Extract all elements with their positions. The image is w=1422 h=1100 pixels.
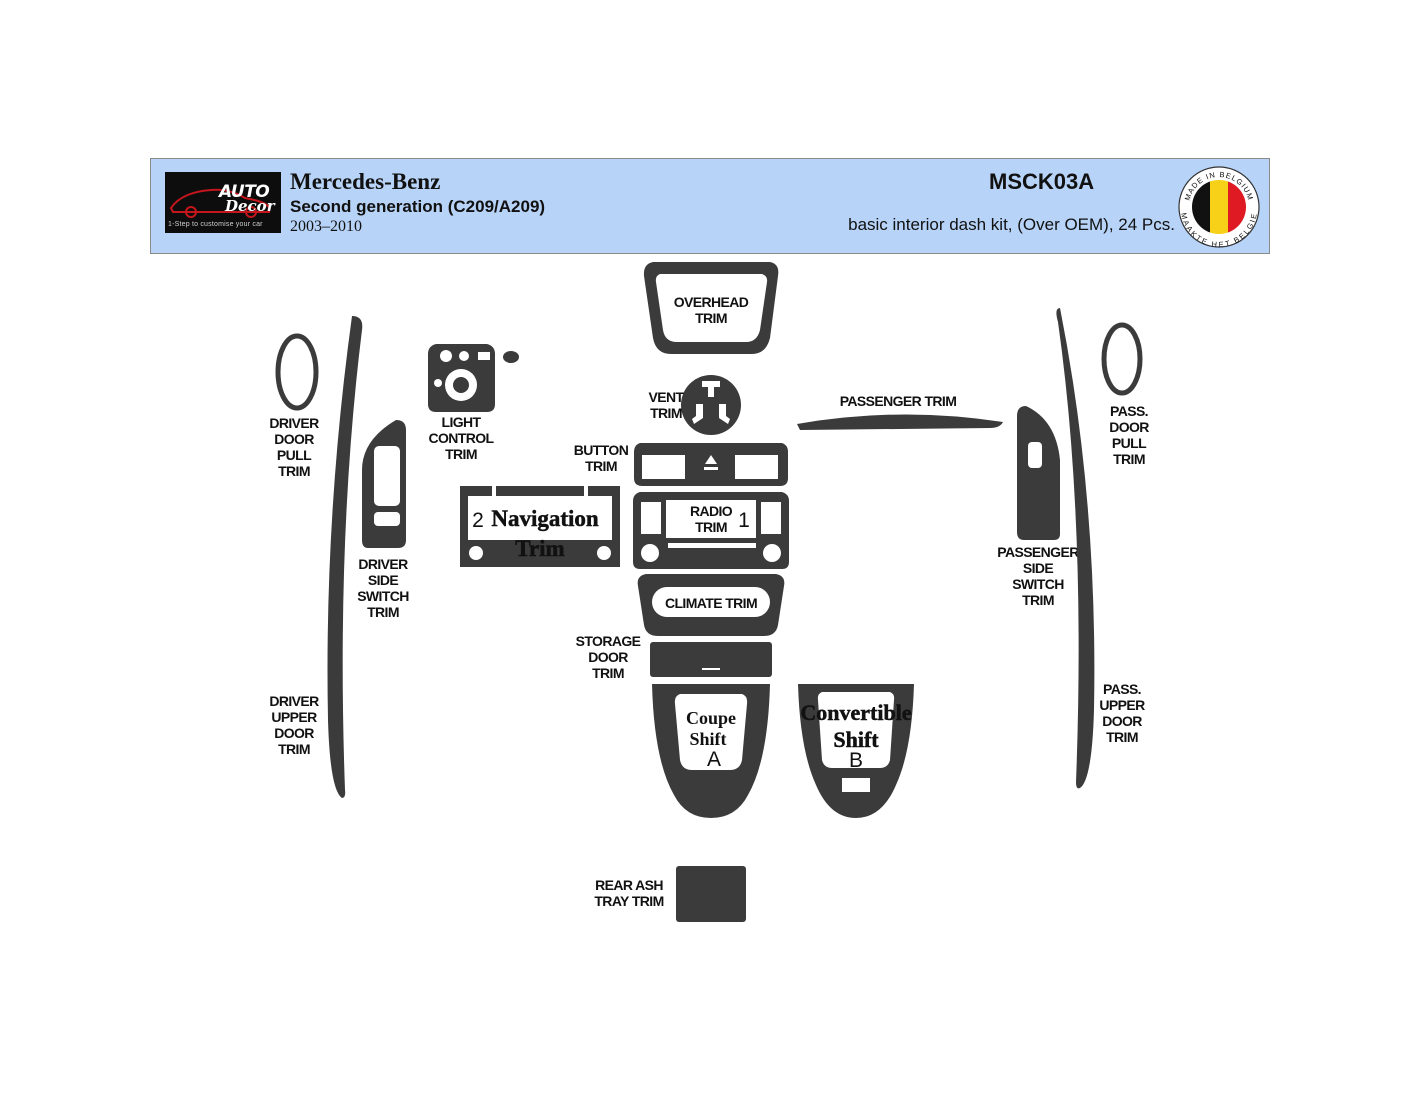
storage-label-line2: DOOR — [588, 649, 628, 665]
climate-label: CLIMATE TRIM — [665, 595, 757, 611]
convertible-letter: B — [849, 749, 863, 772]
navigation-label-line2: Trim — [515, 536, 564, 561]
driver-side-switch-trim-part: DRIVER SIDE SWITCH TRIM — [357, 420, 410, 620]
model-generation: Second generation (C209/A209) — [290, 197, 546, 216]
passenger-side-switch-line4: TRIM — [1022, 592, 1054, 608]
radio-number: 1 — [738, 509, 750, 532]
navigation-trim-part: 2 Navigation Trim — [460, 486, 620, 567]
button-trim-part: BUTTON TRIM — [574, 442, 788, 486]
passenger-side-switch-trim-part: PASSENGER SIDE SWITCH TRIM — [997, 406, 1080, 608]
pass-upper-door-line2: UPPER — [1099, 697, 1145, 713]
brand-title: Mercedes-Benz — [290, 169, 441, 194]
driver-side-switch-line1: DRIVER — [358, 556, 408, 572]
radio-label-line2: TRIM — [695, 519, 727, 535]
overhead-trim-part: OVERHEAD TRIM — [643, 262, 779, 354]
coupe-shift-part: Coupe Shift A — [652, 684, 770, 818]
driver-door-pull-line2: DOOR — [274, 431, 314, 447]
navigation-number: 2 — [472, 509, 484, 532]
driver-side-switch-line3: SWITCH — [357, 588, 409, 604]
pass-upper-door-line3: DOOR — [1102, 713, 1142, 729]
rear-ash-tray-trim-part: REAR ASH TRAY TRIM — [594, 866, 746, 922]
rear-ash-label-line2: TRAY TRIM — [594, 893, 663, 909]
logo-text-auto: AUTO — [219, 182, 270, 202]
pass-door-pull-line4: TRIM — [1113, 451, 1145, 467]
overhead-label-line1: OVERHEAD — [674, 294, 749, 310]
header-banner: AUTO Decor 1-Step to customise your car … — [150, 158, 1270, 254]
passenger-trim-part: PASSENGER TRIM — [797, 393, 1003, 430]
light-control-label-line2: CONTROL — [428, 430, 494, 446]
pass-door-pull-trim-part: PASS. DOOR PULL TRIM — [1101, 322, 1150, 467]
driver-door-pull-line3: PULL — [277, 447, 312, 463]
driver-door-pull-line1: DRIVER — [269, 415, 319, 431]
belgian-flag-icon — [1192, 180, 1246, 234]
convertible-label-line2: Shift — [833, 727, 879, 752]
driver-upper-door-line1: DRIVER — [269, 693, 319, 709]
logo-tagline: 1-Step to customise your car — [168, 221, 263, 228]
pass-upper-door-line1: PASS. — [1103, 681, 1141, 697]
driver-upper-door-line4: TRIM — [278, 741, 310, 757]
driver-upper-door-line3: DOOR — [274, 725, 314, 741]
driver-side-switch-line4: TRIM — [367, 604, 399, 620]
made-in-belgium-badge: MADE IN BELGIUM MAAKTE HET BELGIE — [1178, 166, 1260, 248]
model-years: 2003–2010 — [290, 218, 362, 235]
convertible-shift-part: Convertible Shift B — [798, 684, 914, 818]
passenger-side-switch-line1: PASSENGER — [997, 544, 1079, 560]
pass-upper-door-trim-part: PASS. UPPER DOOR TRIM — [1056, 308, 1146, 789]
vent-trim-part: VENT TRIM — [649, 375, 741, 435]
coupe-label-line2: Shift — [689, 729, 726, 749]
driver-door-pull-trim-part: DRIVER DOOR PULL TRIM — [269, 333, 320, 479]
vent-label-line2: TRIM — [650, 405, 682, 421]
pass-upper-door-line4: TRIM — [1106, 729, 1138, 745]
driver-door-pull-line4: TRIM — [278, 463, 310, 479]
convertible-label-line1: Convertible — [800, 700, 911, 725]
light-control-label-line1: LIGHT — [442, 414, 482, 430]
auto-decor-logo: AUTO Decor 1-Step to customise your car — [165, 172, 281, 233]
radio-label-line1: RADIO — [690, 503, 733, 519]
product-description: basic interior dash kit, (Over OEM), 24 … — [848, 215, 1175, 234]
passenger-side-switch-line3: SWITCH — [1012, 576, 1064, 592]
car-silhouette-icon — [169, 188, 270, 218]
coupe-letter: A — [707, 748, 721, 771]
pass-door-pull-line1: PASS. — [1110, 403, 1148, 419]
driver-upper-door-trim-part: DRIVER UPPER DOOR TRIM — [269, 316, 363, 798]
vent-label-line1: VENT — [649, 389, 685, 405]
climate-trim-part: CLIMATE TRIM — [637, 574, 785, 636]
passenger-side-switch-line2: SIDE — [1023, 560, 1054, 576]
driver-upper-door-line2: UPPER — [271, 709, 317, 725]
pass-door-pull-line3: PULL — [1112, 435, 1147, 451]
product-code: MSCK03A — [989, 169, 1095, 194]
storage-label-line1: STORAGE — [576, 633, 641, 649]
light-control-trim-part: LIGHT CONTROL TRIM — [428, 344, 519, 462]
button-label-line2: TRIM — [585, 458, 617, 474]
pass-door-pull-line2: DOOR — [1109, 419, 1149, 435]
coupe-label-line1: Coupe — [686, 708, 736, 728]
rear-ash-label-line1: REAR ASH — [595, 877, 663, 893]
driver-side-switch-line2: SIDE — [368, 572, 399, 588]
logo-text-decor: Decor — [225, 197, 275, 215]
storage-door-trim-part: STORAGE DOOR TRIM — [576, 633, 772, 681]
light-control-label-line3: TRIM — [445, 446, 477, 462]
storage-label-line3: TRIM — [592, 665, 624, 681]
navigation-label-line1: Navigation — [491, 506, 599, 531]
passenger-trim-label: PASSENGER TRIM — [840, 393, 957, 409]
radio-trim-part: RADIO TRIM 1 — [633, 492, 789, 569]
button-label-line1: BUTTON — [574, 442, 629, 458]
overhead-label-line2: TRIM — [695, 310, 727, 326]
